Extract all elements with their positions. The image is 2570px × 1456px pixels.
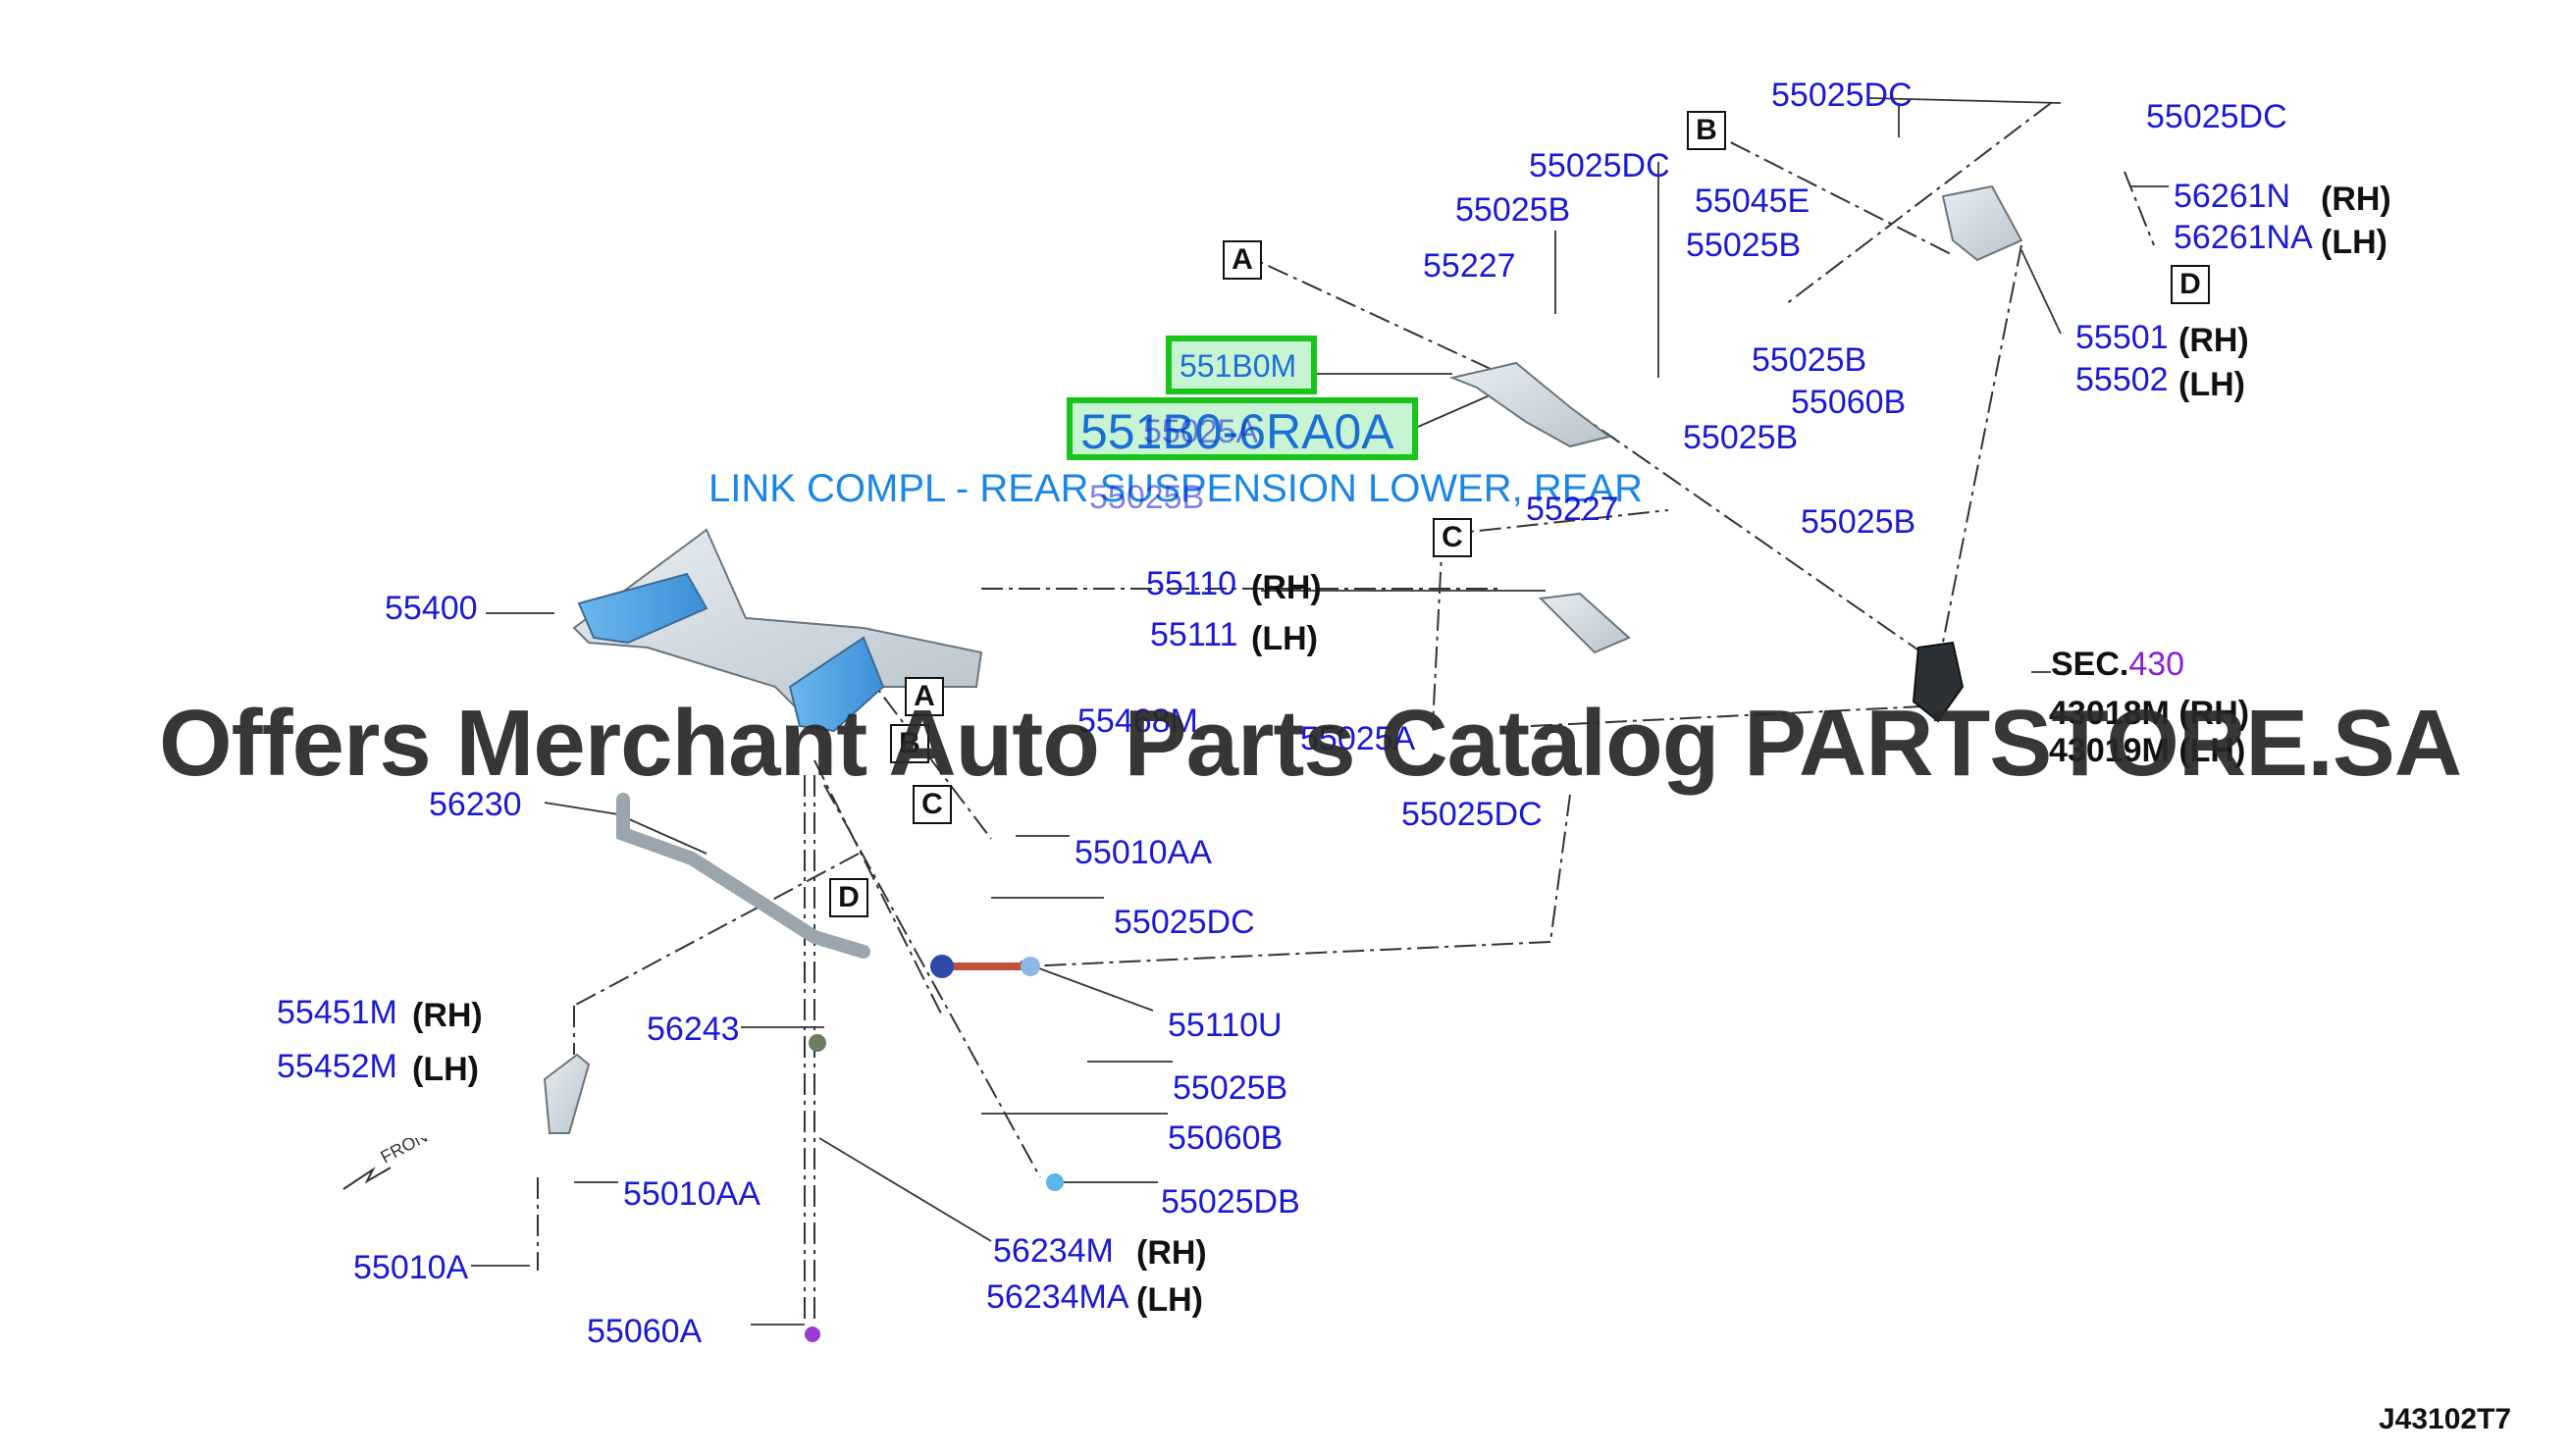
side-lh: (LH) [1136, 1281, 1203, 1319]
part-label[interactable]: 55025DC [2146, 98, 2287, 135]
side-lh: (LH) [412, 1051, 479, 1088]
callout-b: B [890, 724, 929, 763]
highlighted-ref-label[interactable]: 551B0M [1166, 336, 1317, 394]
part-label[interactable]: 56261NA [2174, 219, 2313, 256]
side-rh: (RH) [2178, 322, 2249, 359]
part-label[interactable]: 56243 [647, 1011, 740, 1048]
front-arrow: FRONT [334, 1121, 471, 1197]
part-label[interactable]: 55060B [1791, 384, 1907, 421]
part-label[interactable]: 55010A [353, 1249, 469, 1286]
side-lh: (LH) [1251, 620, 1318, 657]
part-label[interactable]: 56230 [429, 786, 522, 823]
part-label[interactable]: 55025B [1686, 227, 1802, 264]
part-label[interactable]: 55501 [2075, 319, 2169, 356]
part-label[interactable]: 56234MA [986, 1278, 1129, 1316]
part-label[interactable]: 55025A [1143, 413, 1259, 450]
part-label[interactable]: 55227 [1423, 247, 1516, 285]
part-label[interactable]: 55452M [277, 1048, 397, 1085]
part-label[interactable]: 55010AA [623, 1175, 761, 1213]
side-lh: (LH) [2178, 366, 2245, 403]
part-label[interactable]: 55025A [1300, 720, 1416, 757]
part-description: LINK COMPL - REAR SUSPENSION LOWER, REAR [708, 467, 1644, 510]
part-label[interactable]: 55110 [1146, 565, 1237, 602]
side-lh: (LH) [2178, 732, 2246, 769]
part-label[interactable]: 55025B [1683, 419, 1799, 456]
part-label[interactable]: 56261N [2174, 178, 2291, 215]
part-label[interactable]: 55025B [1801, 503, 1916, 541]
part-label[interactable]: 55025DB [1161, 1183, 1300, 1221]
watermark: Offers Merchant Auto Parts Catalog PARTS… [159, 691, 2462, 796]
part-number[interactable]: 43018M [2049, 695, 2170, 732]
front-arrow-icon: FRONT [342, 1121, 441, 1190]
part-label[interactable]: 55025DC [1529, 147, 1670, 184]
part-label[interactable]: 55010AA [1075, 834, 1212, 871]
section-number[interactable]: 430 [2128, 646, 2185, 683]
side-rh: (RH) [412, 997, 483, 1034]
part-label[interactable]: 55060B [1168, 1119, 1284, 1157]
callout-b: B [1687, 111, 1726, 150]
part-label[interactable]: 55025DC [1771, 77, 1913, 114]
callout-a: A [905, 677, 944, 716]
callout-d: D [829, 878, 868, 917]
highlighted-part-number[interactable]: 551B0-6RA0A [1067, 397, 1418, 460]
part-label[interactable]: 55045E [1695, 182, 1810, 220]
part-label[interactable]: 55502 [2075, 361, 2169, 398]
side-rh: (RH) [2178, 695, 2250, 732]
part-label[interactable]: 55110U [1168, 1007, 1283, 1044]
part-label[interactable]: 55227 [1526, 491, 1619, 528]
part-label[interactable]: 55025DC [1114, 904, 1255, 941]
callout-d: D [2171, 265, 2210, 304]
front-label: FRONT [377, 1138, 440, 1168]
part-label[interactable]: 55468M [1077, 702, 1198, 740]
section-reference: SEC.430 [2051, 648, 2184, 681]
side-rh: (RH) [1251, 569, 1322, 606]
part-label[interactable]: 56234M [993, 1232, 1114, 1270]
part-label[interactable]: 55451M [277, 994, 397, 1031]
side-lh: (LH) [2321, 224, 2387, 261]
part-label-black: 43018M (RH) [2049, 697, 2249, 730]
diagram-code: J43102T7 [2379, 1403, 2512, 1435]
callout-c: C [913, 785, 952, 824]
part-label-black: 43019M (LH) [2049, 734, 2245, 767]
part-label[interactable]: 55025B [1752, 341, 1867, 379]
callout-a: A [1223, 240, 1262, 280]
side-rh: (RH) [2321, 181, 2391, 218]
part-label[interactable]: 55025B [1173, 1069, 1288, 1107]
part-label[interactable]: 55025B [1089, 479, 1205, 516]
part-label[interactable]: 55111 [1150, 616, 1238, 653]
part-number[interactable]: 43019M [2049, 732, 2170, 769]
callout-c: C [1433, 518, 1472, 557]
part-label[interactable]: 55025B [1455, 191, 1571, 229]
part-label[interactable]: 55400 [385, 590, 478, 627]
part-label[interactable]: 55060A [587, 1313, 703, 1350]
part-label[interactable]: 55025DC [1401, 796, 1543, 833]
section-prefix: SEC. [2051, 646, 2129, 683]
side-rh: (RH) [1136, 1234, 1207, 1272]
